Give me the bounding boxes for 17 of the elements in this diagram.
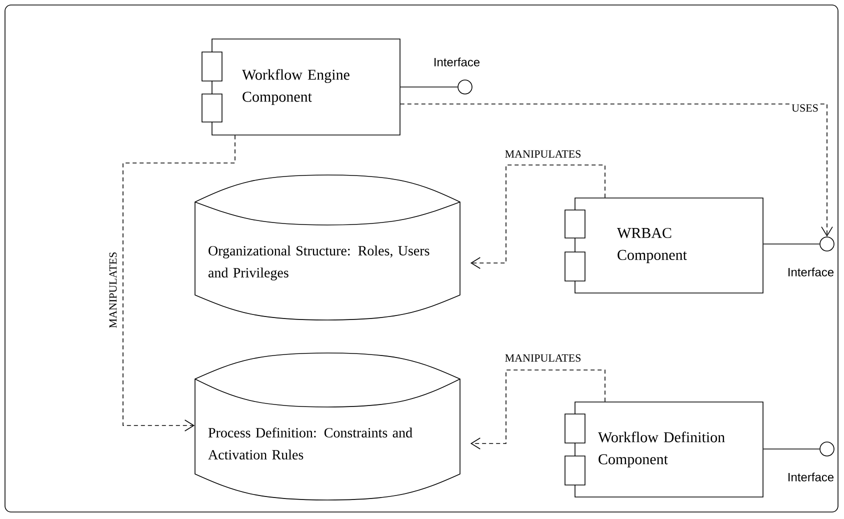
component-box: Workflow Engine Component (202, 38, 400, 136)
edge-label: MANIPULATES (504, 149, 582, 159)
interface-label: Interface (434, 58, 480, 66)
component-box: Workflow Definition Component (564, 402, 764, 498)
edge-label: USES (790, 103, 820, 113)
dashed-arrow (470, 370, 606, 450)
connector-line (400, 86, 458, 88)
interface-label: Interface (788, 268, 834, 276)
frame-box (4, 4, 838, 512)
dashed-arrow (122, 135, 236, 432)
edge-label: MANIPULATES (504, 353, 582, 363)
dashed-arrow (400, 104, 833, 237)
interface-label: Interface (788, 472, 834, 482)
connector-line (763, 448, 820, 450)
component-box: WRBAC Component (564, 198, 764, 294)
dashed-arrow (470, 164, 606, 269)
edge-label: MANIPULATES (108, 250, 118, 330)
